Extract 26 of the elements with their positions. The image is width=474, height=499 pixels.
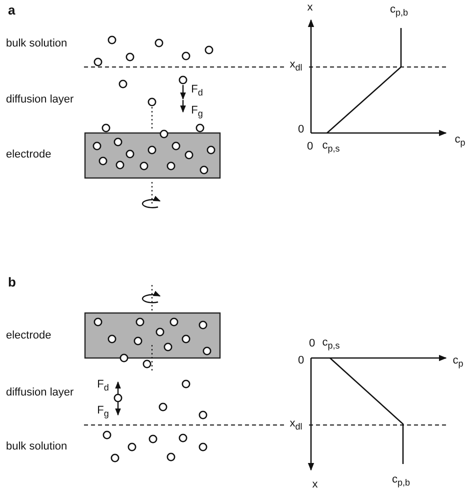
axis-label: x [307, 2, 313, 14]
region-label: electrode [6, 330, 52, 342]
axis-label: x [312, 480, 318, 490]
tick-label: 0 [308, 338, 316, 350]
region-label: bulk solution [6, 442, 68, 452]
panel-letter: a [8, 4, 16, 16]
axis-label: x$_{dl}$ [290, 418, 302, 432]
panel-letter: b [8, 276, 16, 288]
tick-label: 0 [306, 142, 314, 152]
axis-label: x$_{dl}$ [290, 59, 302, 73]
tick-label: 0 [298, 356, 304, 366]
axis-label: c$_{p,s}$ [322, 140, 340, 154]
axis-label: c$_{p}$ [452, 355, 464, 369]
axis-label: c$_{p}$ [454, 134, 466, 148]
force-label: F$_{g}$ [191, 105, 203, 119]
tick-label: 0 [298, 124, 304, 136]
region-label: diffusion layer [6, 388, 74, 398]
region-label: diffusion layer [6, 94, 74, 106]
axis-label: c$_{p,b}$ [390, 4, 408, 18]
region-label: electrode [6, 150, 52, 160]
axis-label: c$_{p,b}$ [392, 474, 410, 488]
force-label: F$_{d}$ [191, 84, 203, 98]
region-label: bulk solution [6, 38, 68, 50]
axis-label: c$_{p,s}$ [322, 337, 340, 351]
force-label: F$_{g}$ [97, 405, 109, 419]
force-label: F$_{d}$ [97, 379, 109, 393]
